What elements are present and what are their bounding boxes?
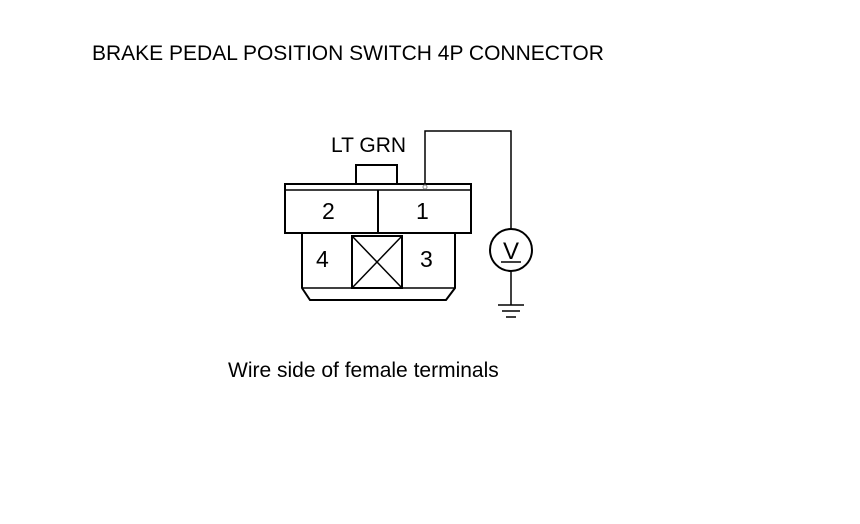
wire-color-label: LT GRN	[331, 134, 406, 157]
test-lead-wire	[424, 130, 512, 229]
diagram-title: BRAKE PEDAL POSITION SWITCH 4P CONNECTOR	[92, 42, 604, 65]
connector-bottom-row	[301, 233, 456, 301]
ground-icon	[498, 304, 524, 318]
terminal-3: 3	[420, 246, 433, 272]
terminal-2: 2	[322, 198, 335, 224]
voltmeter-icon: V	[489, 228, 533, 272]
connector-lock-tab	[355, 164, 398, 185]
voltmeter-symbol: V	[503, 238, 519, 265]
connector-body	[284, 164, 472, 301]
diagram-caption: Wire side of female terminals	[228, 359, 499, 382]
empty-cavity	[351, 235, 403, 289]
terminal-4: 4	[316, 246, 329, 272]
terminal-1: 1	[416, 198, 429, 224]
probe-point	[422, 184, 428, 190]
